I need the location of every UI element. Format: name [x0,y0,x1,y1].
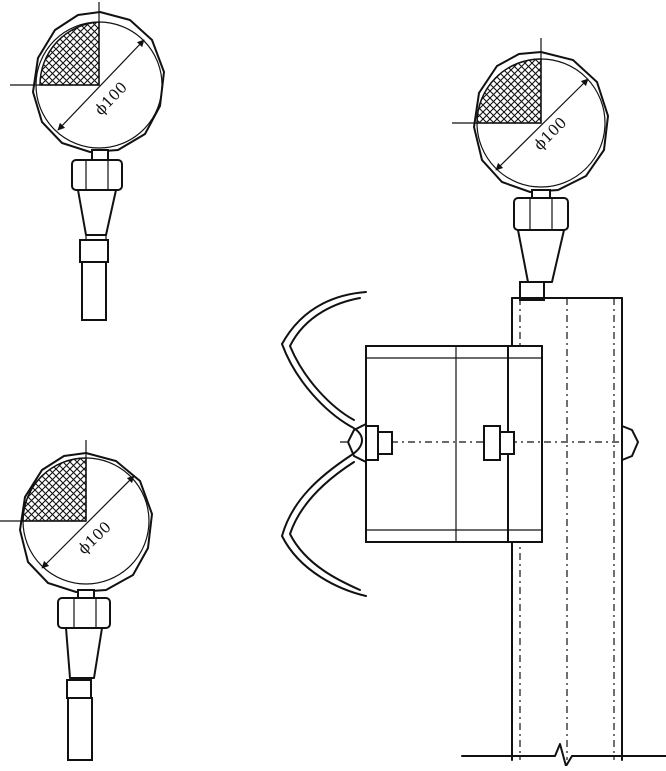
bolt-head-right [621,424,640,462]
coupling-sleeve [66,679,92,699]
spring-clip-inner-bottom [289,461,361,591]
diameter-dimension-line [57,39,145,131]
bolt-nut-middle [483,425,501,461]
pipe-end [81,261,107,321]
pressure-gauge-top-left: ϕ100 [10,2,166,321]
clamp-block [340,345,640,543]
pipe-end [67,697,93,761]
tapered-connector [65,627,103,679]
hex-nut [57,597,111,629]
tapered-connector [517,229,565,283]
coupling-sleeve [519,281,545,301]
pressure-gauge-right: ϕ100 [452,38,610,301]
gauge-hatched-sector [22,457,87,522]
tapered-connector [77,189,117,236]
diameter-dimension-line [495,78,589,171]
break-line [461,743,666,767]
spring-clip-outer [281,291,367,597]
hex-nut [513,197,569,231]
coupling-sleeve [79,239,109,263]
gauge-hatched-sector [39,21,100,86]
hex-nut [71,159,123,191]
spring-clip-inner-top [289,297,361,421]
pressure-gauge-bottom-left: ϕ100 [0,440,154,761]
spring-clip [281,291,367,597]
bolt-washer-middle [499,431,515,455]
gauge-hatched-sector [476,58,542,124]
diameter-dimension-line [41,475,135,569]
bolt-washer-left [377,431,393,455]
